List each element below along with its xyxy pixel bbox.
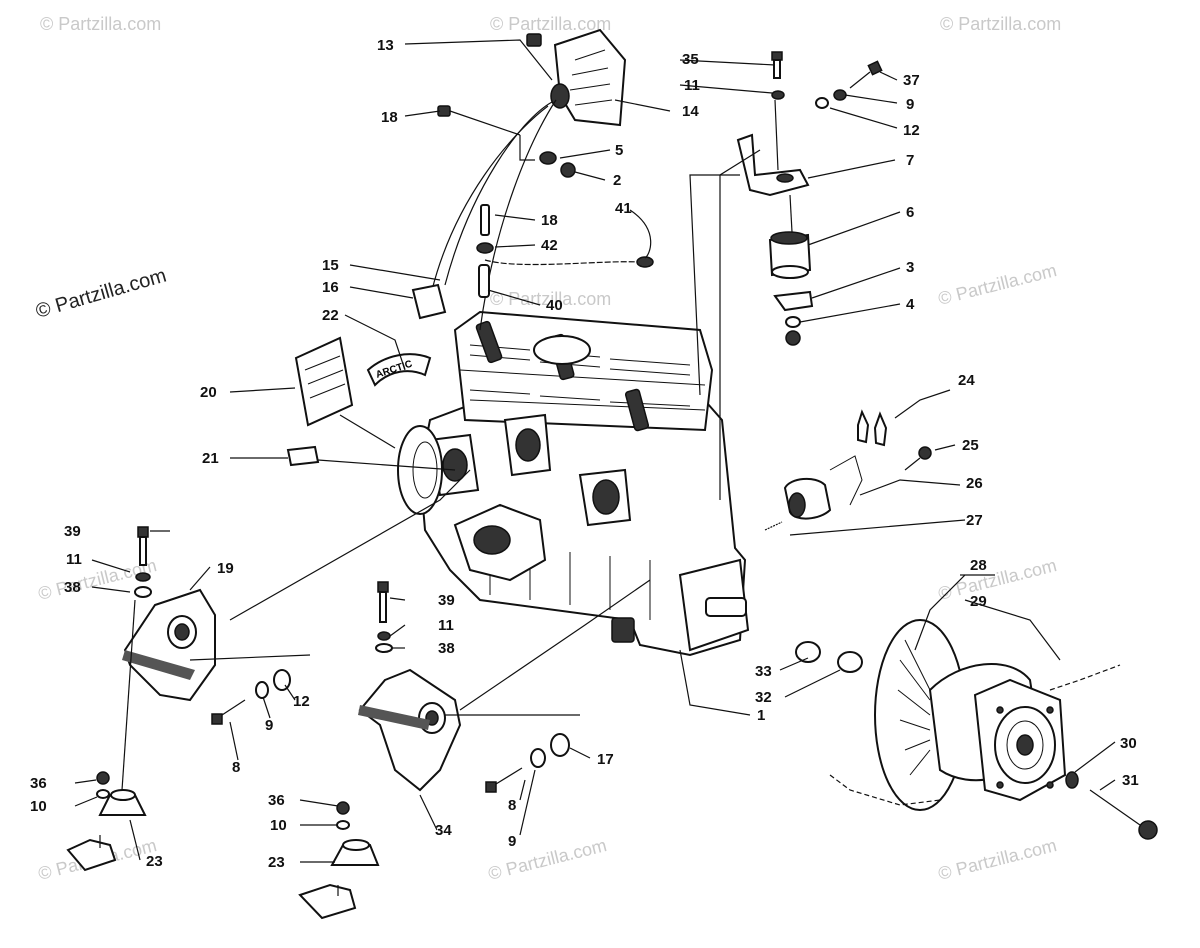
- callout-31: 31: [1122, 772, 1139, 789]
- wire-boot: [411, 283, 447, 320]
- callout-17: 17: [597, 751, 614, 768]
- callout-14: 14: [682, 103, 699, 120]
- watermark: © Partzilla.com: [936, 835, 1059, 884]
- ground-wire: [476, 204, 654, 298]
- watermark: © Partzilla.com: [936, 555, 1059, 604]
- engine-assembly: [397, 310, 750, 657]
- watermark: © Partzilla.com: [940, 14, 1061, 34]
- callout-12: 12: [903, 122, 920, 139]
- callout-20: 20: [200, 384, 217, 401]
- callout-4: 4: [906, 296, 915, 313]
- callout-16: 16: [322, 279, 339, 296]
- callout-9: 9: [906, 96, 914, 113]
- callout-22: 22: [322, 307, 339, 324]
- callout-37: 37: [903, 72, 920, 89]
- motor-mount-34: [358, 668, 462, 792]
- retainer-clips-24: [857, 409, 888, 447]
- bracket-26: [783, 455, 863, 520]
- watermark-main: © Partzilla.com: [33, 265, 169, 323]
- mount-pedestal-23-left: [66, 599, 147, 872]
- watermark: © Partzilla.com: [486, 835, 609, 884]
- callout-18: 18: [381, 109, 398, 126]
- mount-bracket-7: [736, 133, 810, 197]
- callout-8: 8: [232, 759, 240, 776]
- callout-23: 23: [268, 854, 285, 871]
- callout-27: 27: [966, 512, 983, 529]
- callout-18: 18: [541, 212, 558, 229]
- callout-26: 26: [966, 475, 983, 492]
- callout-35: 35: [682, 51, 699, 68]
- drive-belt: [829, 664, 1121, 806]
- callout-1: 1: [757, 707, 765, 724]
- callout-7: 7: [906, 152, 914, 169]
- callout-21: 21: [202, 450, 219, 467]
- bolt-washers-8-9-17: [485, 733, 570, 793]
- bolt-37: [815, 60, 883, 109]
- bolt-39-left: [134, 526, 152, 598]
- ignition-coil: [526, 28, 627, 127]
- callout-2: 2: [613, 172, 621, 189]
- callout-6: 6: [906, 204, 914, 221]
- callout-5: 5: [615, 142, 623, 159]
- callout-3: 3: [906, 259, 914, 276]
- callout-39: 39: [438, 592, 455, 609]
- callout-29: 29: [970, 593, 987, 610]
- callout-40: 40: [546, 297, 563, 314]
- callout-33: 33: [755, 663, 772, 680]
- callout-19: 19: [217, 560, 234, 577]
- callout-11: 11: [66, 551, 82, 568]
- watermark: © Partzilla.com: [490, 289, 611, 309]
- callout-9: 9: [265, 717, 273, 734]
- bolt-18-top: [437, 105, 535, 161]
- callout-11: 11: [438, 617, 454, 634]
- decal-21: [286, 445, 320, 467]
- callout-25: 25: [962, 437, 979, 454]
- callout-23: 23: [146, 853, 163, 870]
- bolt-35: [771, 51, 785, 100]
- watermark: © Partzilla.com: [936, 260, 1059, 309]
- callout-42: 42: [541, 237, 558, 254]
- callout-36: 36: [268, 792, 285, 809]
- callout-15: 15: [322, 257, 339, 274]
- callout-34: 34: [435, 822, 452, 839]
- callout-30: 30: [1120, 735, 1137, 752]
- callout-9: 9: [508, 833, 516, 850]
- spark-plugs: [475, 320, 650, 432]
- decal-22: ARCTIC: [366, 353, 432, 387]
- callout-41: 41: [615, 200, 632, 217]
- stud-27: [764, 521, 783, 531]
- leader-lines: [74, 39, 1116, 863]
- callout-labels: 13 14 18 5 2 35 11 37 9 12 7 6 3 4 18 42…: [30, 37, 1139, 871]
- callout-28: 28: [970, 557, 987, 574]
- callout-38: 38: [64, 579, 81, 596]
- decal-20: [294, 336, 354, 427]
- plate-washer-nut: [773, 290, 814, 346]
- watermark: © Partzilla.com: [490, 14, 611, 34]
- rubber-mount-6: [768, 231, 812, 279]
- bolt-25: [904, 446, 932, 471]
- callout-38: 38: [438, 640, 455, 657]
- motor-mount-19: [122, 588, 216, 702]
- watermark: © Partzilla.com: [40, 14, 161, 34]
- callout-13: 13: [377, 37, 394, 54]
- callout-39: 39: [64, 523, 81, 540]
- bolt-washers-8-9-12-left: [211, 669, 291, 725]
- callout-10: 10: [30, 798, 47, 815]
- washer-nut-5-2: [539, 151, 576, 178]
- callout-10: 10: [270, 817, 287, 834]
- callout-32: 32: [755, 689, 772, 706]
- mount-pedestal-23-center: [298, 801, 380, 920]
- washer-bolt-30-31: [1065, 771, 1158, 840]
- callout-12: 12: [293, 693, 310, 710]
- callout-8: 8: [508, 797, 516, 814]
- spacers-32-33: [795, 641, 863, 673]
- bolt-39-center: [375, 581, 393, 653]
- callout-11: 11: [684, 77, 700, 94]
- callout-36: 36: [30, 775, 47, 792]
- drive-clutch: [874, 619, 1067, 811]
- callout-24: 24: [958, 372, 975, 389]
